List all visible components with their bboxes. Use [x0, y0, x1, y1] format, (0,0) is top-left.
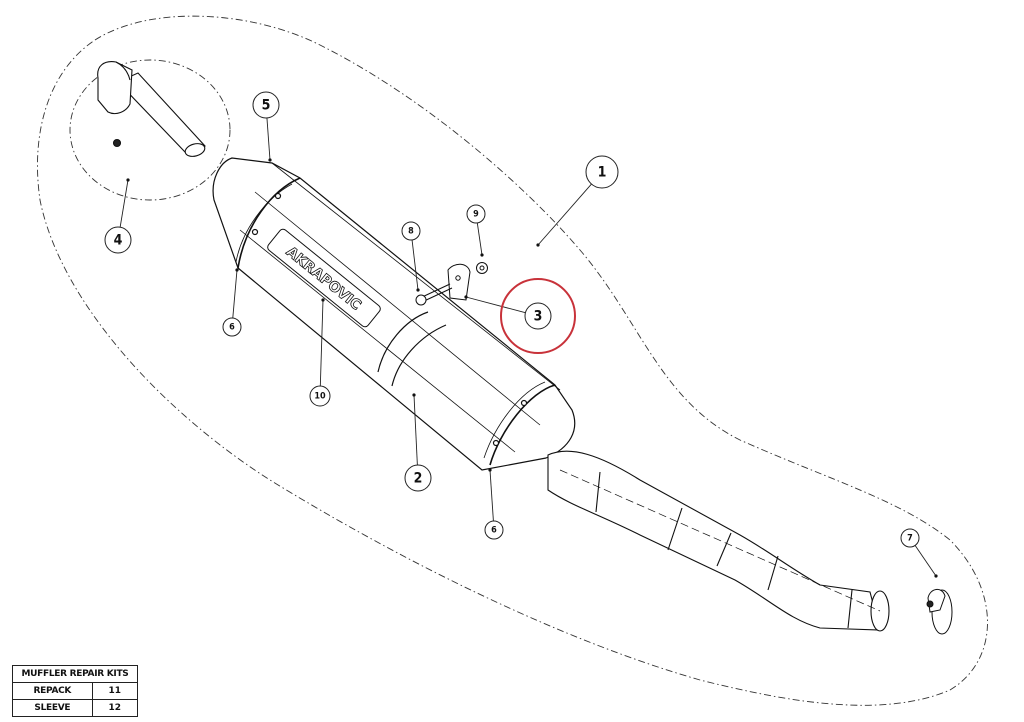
assembly-boundary: [37, 15, 988, 706]
leader-line: [232, 269, 238, 319]
callout-label: 10: [314, 392, 326, 402]
mounting-bracket-part: [415, 262, 488, 306]
muffler-body: [212, 157, 576, 471]
callout-circle: [252, 91, 280, 119]
muffler-repair-kits-table: MUFFLER REPAIR KITS REPACK 11 SLEEVE 12: [12, 665, 139, 717]
leader-line: [465, 296, 526, 314]
leader-dot: [416, 288, 420, 292]
callout-label: 2: [414, 471, 423, 487]
clamp-part: [926, 589, 953, 635]
callout-label: 7: [907, 534, 913, 544]
callout-label: 3: [534, 309, 543, 325]
callout-1: 1: [536, 155, 619, 247]
table-row: REPACK 11: [12, 682, 139, 700]
leader-line: [319, 299, 324, 387]
callout-circle: [524, 302, 552, 330]
callout-circle: [401, 221, 421, 241]
leader-dot: [321, 298, 325, 302]
callout-label: 1: [598, 165, 607, 181]
callout-layer: 1 2 3 4 5 6 6 7 8 9 10: [104, 91, 938, 578]
leader-dot: [235, 268, 239, 272]
kit-part-number: 12: [91, 699, 139, 717]
callout-4: 4: [104, 178, 132, 254]
callout-3: 3: [464, 278, 576, 354]
callout-8: 8: [401, 221, 421, 292]
leader-dot: [934, 574, 938, 578]
leader-line: [489, 469, 494, 522]
leader-dot: [268, 158, 272, 162]
callout-circle: [466, 204, 486, 224]
repair-kits-title: MUFFLER REPAIR KITS: [12, 665, 138, 683]
link-pipe-part: [97, 61, 206, 157]
leader-line: [914, 545, 937, 577]
link-pipe-boundary: [69, 59, 231, 201]
leader-line: [411, 239, 419, 291]
callout-circle: [309, 385, 331, 407]
leader-dot: [412, 393, 416, 397]
callout-10: 10: [309, 298, 331, 407]
callout-5: 5: [252, 91, 280, 162]
highlight-ring: [500, 278, 576, 354]
callout-label: 5: [262, 98, 271, 114]
leader-line: [413, 394, 418, 466]
callout-6b: 6: [484, 468, 504, 540]
callout-label: 4: [114, 233, 123, 249]
callout-9: 9: [466, 204, 486, 257]
leader-dot: [480, 253, 484, 257]
header-pipe-part: [547, 450, 890, 632]
callout-circle: [104, 226, 132, 254]
callout-7: 7: [900, 528, 938, 578]
callout-circle: [900, 528, 920, 548]
kit-name: SLEEVE: [12, 699, 93, 717]
callout-label: 8: [408, 227, 414, 237]
callout-circle: [222, 317, 242, 337]
leader-line: [119, 179, 129, 228]
leader-dot: [488, 468, 492, 472]
leader-dot: [126, 178, 130, 182]
callout-circle: [585, 155, 619, 189]
leader-dot: [464, 295, 468, 299]
callout-label: 6: [491, 526, 497, 536]
callout-label: 6: [229, 323, 235, 333]
leader-line: [537, 183, 592, 246]
leader-line: [476, 222, 483, 256]
callout-circle: [484, 520, 504, 540]
leader-dot: [536, 243, 540, 247]
callout-2: 2: [404, 393, 432, 492]
callout-6a: 6: [222, 268, 242, 337]
leader-line: [266, 117, 271, 161]
table-row: SLEEVE 12: [12, 699, 139, 717]
kit-name: REPACK: [12, 682, 93, 700]
kit-part-number: 11: [91, 682, 139, 700]
callout-label: 9: [473, 210, 479, 220]
callout-circle: [404, 464, 432, 492]
